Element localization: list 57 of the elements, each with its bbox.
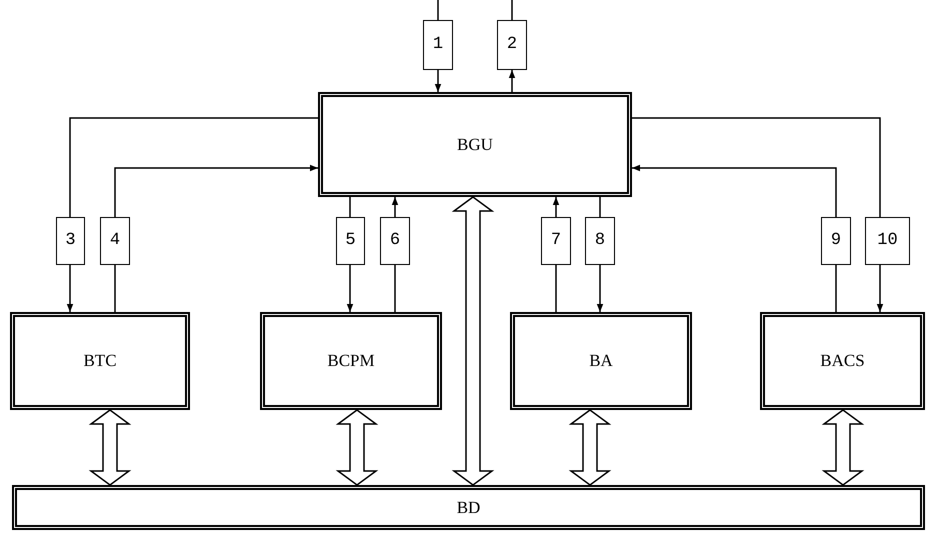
arrow — [876, 265, 884, 312]
block-box — [260, 312, 442, 410]
signal-box — [541, 217, 571, 265]
connector-line — [437, 0, 439, 20]
block-box — [510, 312, 692, 410]
arrow — [346, 265, 354, 312]
block-box — [760, 312, 925, 410]
connector-line — [511, 0, 513, 20]
connector-line — [349, 197, 351, 217]
block-label: 7 — [550, 230, 562, 252]
block-label: 6 — [390, 230, 400, 252]
block-label: 1 — [432, 34, 444, 56]
signal-box — [497, 20, 527, 70]
block-box — [318, 92, 632, 197]
double-arrow — [336, 409, 378, 486]
connector-line — [632, 117, 881, 217]
connector-line — [394, 265, 396, 312]
block-label: BTC — [83, 350, 117, 372]
block-label: 3 — [65, 230, 76, 252]
arrow — [508, 70, 516, 92]
signal-box — [56, 217, 85, 265]
block-label: 5 — [345, 230, 356, 252]
arrow — [552, 197, 560, 217]
block-label: BACS — [820, 350, 865, 372]
block-box — [10, 312, 190, 410]
block-label: 9 — [830, 230, 842, 252]
block-label: BCPM — [327, 350, 375, 372]
connector-line — [114, 265, 116, 312]
connector-line — [555, 265, 557, 312]
double-arrow — [88, 409, 132, 486]
arrow — [66, 265, 74, 312]
signal-box — [336, 217, 365, 265]
connector-line — [835, 265, 837, 312]
block-label: 2 — [506, 34, 518, 56]
arrow — [434, 70, 442, 92]
arrow — [596, 265, 604, 312]
block-label: 8 — [594, 230, 606, 252]
arrow — [632, 164, 837, 217]
connector-line — [69, 117, 318, 217]
block-label: 10 — [877, 230, 898, 252]
arrow — [392, 197, 398, 217]
signal-box — [100, 217, 130, 265]
signal-box — [585, 217, 615, 265]
block-label: 4 — [110, 230, 120, 252]
signal-box — [865, 217, 910, 265]
block-label: BD — [456, 496, 480, 519]
signal-box — [380, 217, 410, 265]
block-label: BA — [589, 350, 613, 372]
double-arrow — [452, 196, 494, 486]
block-label: BGU — [457, 134, 493, 156]
signal-box — [423, 20, 453, 70]
signal-box — [821, 217, 851, 265]
connector-line — [599, 197, 601, 217]
arrow — [114, 164, 318, 217]
double-arrow — [822, 409, 864, 486]
double-arrow — [568, 409, 612, 486]
block-box — [12, 485, 925, 530]
